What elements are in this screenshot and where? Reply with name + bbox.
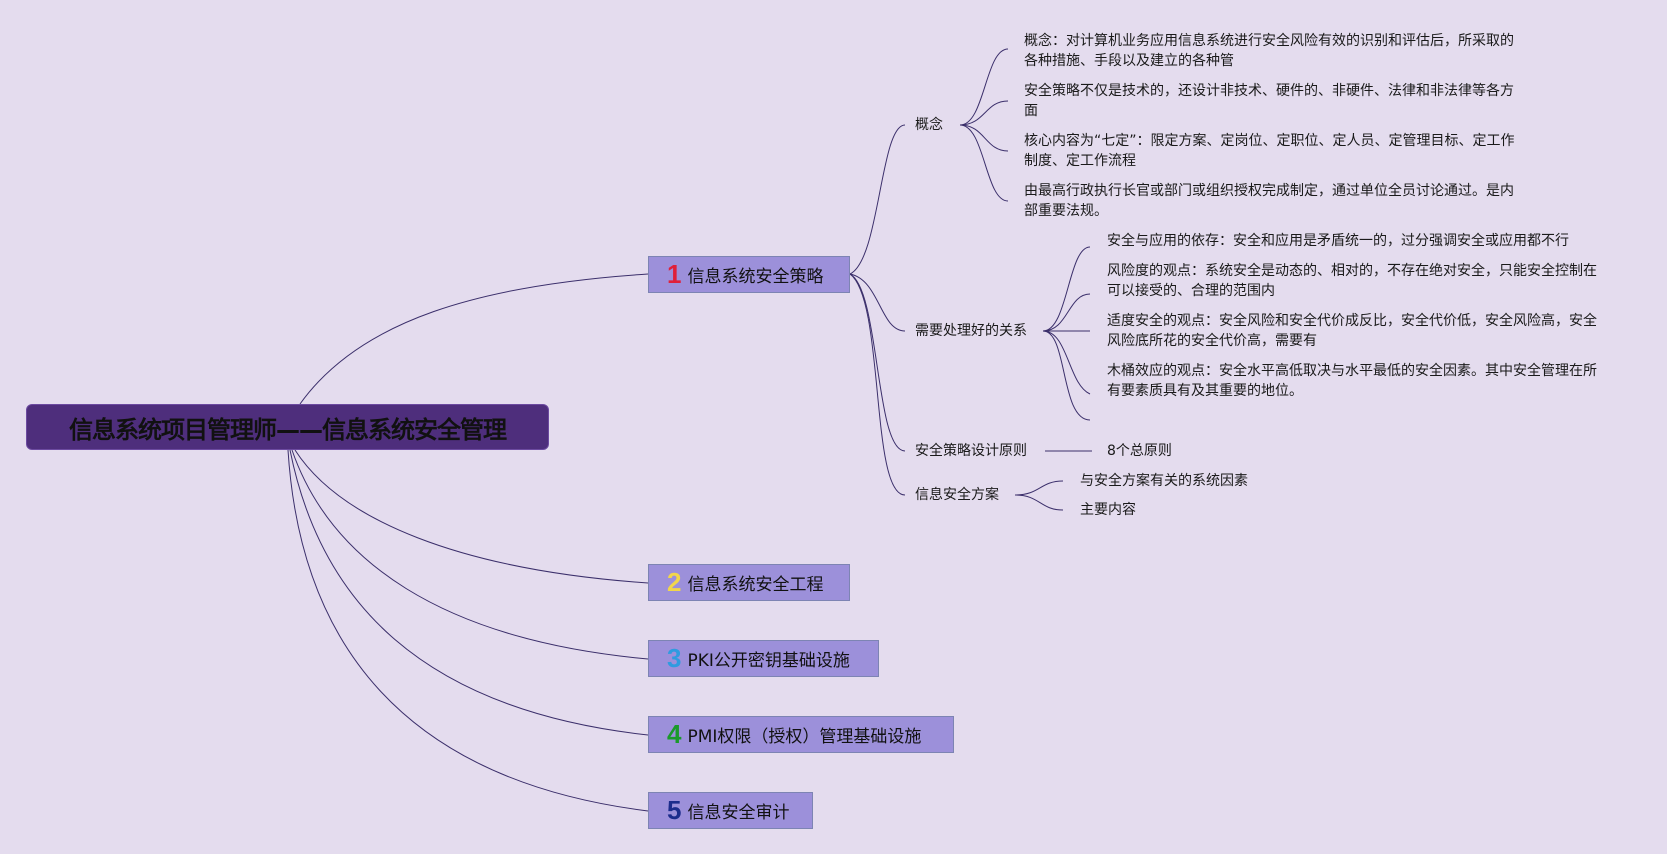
concept-item[interactable]: 安全策略不仅是技术的，还设计非技术、硬件的、非硬件、法律和非法律等各方面 bbox=[1024, 83, 1514, 119]
concept-item[interactable]: 核心内容为“七定”：限定方案、定岗位、定职位、定人员、定管理目标、定工作制度、定… bbox=[1024, 133, 1515, 169]
number-2-icon: 2 bbox=[667, 567, 682, 597]
branch-label: 信息系统安全工程 bbox=[687, 575, 824, 595]
relation-item[interactable]: 木桶效应的观点：安全水平高低取决与水平最低的安全因素。其中安全管理在所有要素质具… bbox=[1107, 363, 1597, 399]
branch-label: 信息安全审计 bbox=[687, 803, 790, 823]
topic-relations[interactable]: 需要处理好的关系 bbox=[915, 323, 1027, 339]
number-1-icon: 1 bbox=[667, 259, 682, 289]
topic-concept[interactable]: 概念 bbox=[915, 117, 943, 133]
relation-item[interactable]: 风险度的观点：系统安全是动态的、相对的，不存在绝对安全，只能安全控制在可以接受的… bbox=[1107, 263, 1597, 299]
topic-scheme[interactable]: 信息安全方案 bbox=[915, 487, 999, 503]
principle-item[interactable]: 8个总原则 bbox=[1107, 443, 1172, 459]
branch-label: PKI公开密钥基础设施 bbox=[687, 651, 850, 671]
branch-label: 信息系统安全策略 bbox=[687, 267, 824, 287]
number-5-icon: 5 bbox=[667, 795, 682, 825]
number-3-icon: 3 bbox=[667, 643, 682, 673]
topic-principles[interactable]: 安全策略设计原则 bbox=[915, 443, 1027, 459]
root-topic[interactable]: 信息系统项目管理师——信息系统安全管理 bbox=[26, 404, 549, 450]
concept-item[interactable]: 由最高行政执行长官或部门或组织授权完成制定，通过单位全员讨论通过。是内部重要法规… bbox=[1024, 183, 1514, 219]
concept-item[interactable]: 概念：对计算机业务应用信息系统进行安全风险有效的识别和评估后，所采取的各种措施、… bbox=[1024, 33, 1514, 69]
relation-item[interactable]: 适度安全的观点：安全风险和安全代价成反比，安全代价低，安全风险高，安全风险底所花… bbox=[1107, 313, 1597, 349]
root-title: 信息系统项目管理师——信息系统安全管理 bbox=[69, 415, 507, 444]
relation-item[interactable]: 安全与应用的依存：安全和应用是矛盾统一的，过分强调安全或应用都不行 bbox=[1107, 233, 1569, 249]
scheme-item[interactable]: 与安全方案有关的系统因素 bbox=[1080, 473, 1248, 489]
scheme-item[interactable]: 主要内容 bbox=[1080, 502, 1136, 518]
branch-label: PMI权限（授权）管理基础设施 bbox=[687, 727, 922, 747]
number-4-icon: 4 bbox=[667, 719, 682, 749]
